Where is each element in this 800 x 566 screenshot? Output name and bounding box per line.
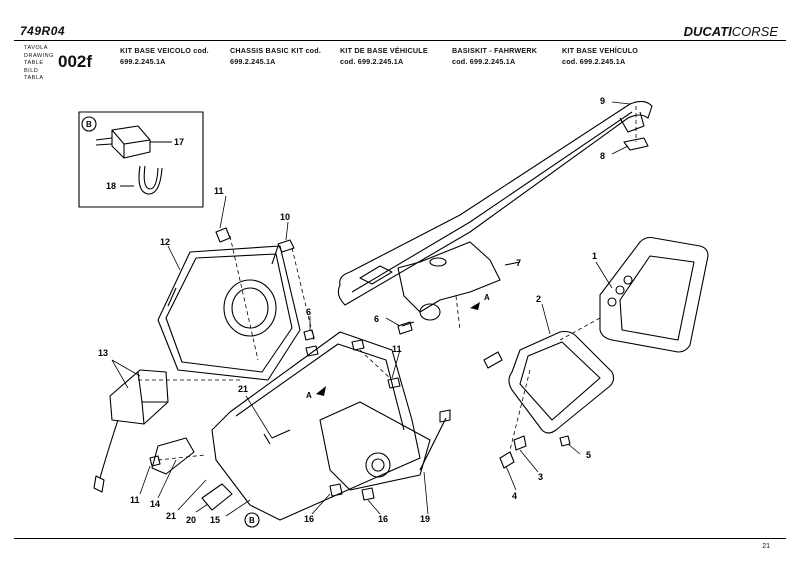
view-letter-a-right: A — [484, 293, 490, 302]
callout-11-bottom: 11 — [130, 495, 140, 505]
part-17-sensor — [111, 125, 151, 159]
view-letter-b-bottom: B — [249, 516, 255, 525]
fasteners — [149, 227, 571, 501]
callout-2: 2 — [536, 294, 541, 304]
callout-19: 19 — [420, 514, 430, 524]
part-18-hose — [138, 165, 163, 195]
part-14-bracket — [151, 437, 195, 475]
header-rule — [14, 40, 786, 41]
instrument-bracket-plate — [211, 331, 421, 521]
page-number: 21 — [762, 543, 770, 550]
center-bracket — [319, 401, 431, 491]
kit-column-it: KIT BASE VEICOLO cod.699.2.245.1A — [120, 46, 209, 66]
inset-letter-circle — [81, 116, 97, 132]
model-code: 749R04 — [20, 24, 66, 38]
footer-rule — [14, 538, 786, 539]
callout-12: 12 — [160, 237, 170, 247]
callout-10: 10 — [280, 212, 290, 222]
callout-16-right: 16 — [378, 514, 388, 524]
callout-13: 13 — [98, 348, 108, 358]
callout-14: 14 — [150, 499, 160, 509]
callout-5: 5 — [586, 450, 591, 460]
callout-15: 15 — [210, 515, 220, 525]
callout-9: 9 — [600, 96, 605, 106]
part-12-housing — [157, 245, 301, 381]
callout-6-right: 6 — [374, 314, 379, 324]
table-label: TAVOLA DRAWING TABLE BILD TABLA — [24, 45, 54, 82]
callout-7: 7 — [516, 258, 521, 268]
part-2-gasket — [508, 330, 615, 434]
view-letter-a-left: A — [306, 391, 312, 400]
part-7-subframe — [337, 100, 653, 306]
brand-main: DUCATI — [683, 24, 732, 39]
brand-sub: CORSE — [731, 24, 778, 39]
part-1-dash-frame — [599, 236, 709, 353]
callout-11-mid: 11 — [392, 344, 402, 354]
part-20-spacer — [201, 483, 233, 511]
callout-20: 20 — [186, 515, 196, 525]
kit-column-en: CHASSIS BASIC KIT cod.699.2.245.1A — [230, 46, 322, 66]
callout-6-left: 6 — [306, 307, 311, 317]
callout-17: 17 — [174, 137, 184, 147]
callout-21-top: 21 — [238, 384, 248, 394]
callout-4: 4 — [512, 491, 517, 501]
callout-16-left: 16 — [304, 514, 314, 524]
view-letter-b-inset: B — [86, 120, 92, 129]
table-code: 002f — [58, 52, 93, 71]
callout-1: 1 — [592, 251, 597, 261]
inset-box — [78, 111, 204, 208]
callout-21-bottom: 21 — [166, 511, 176, 521]
callout-11-top: 11 — [214, 186, 224, 196]
callout-18: 18 — [106, 181, 116, 191]
part-8-bracket — [623, 137, 649, 151]
brand-logo: DUCATICORSE — [684, 24, 778, 39]
view-b-circle — [244, 512, 260, 528]
callout-8: 8 — [600, 151, 605, 161]
callout-3: 3 — [538, 472, 543, 482]
